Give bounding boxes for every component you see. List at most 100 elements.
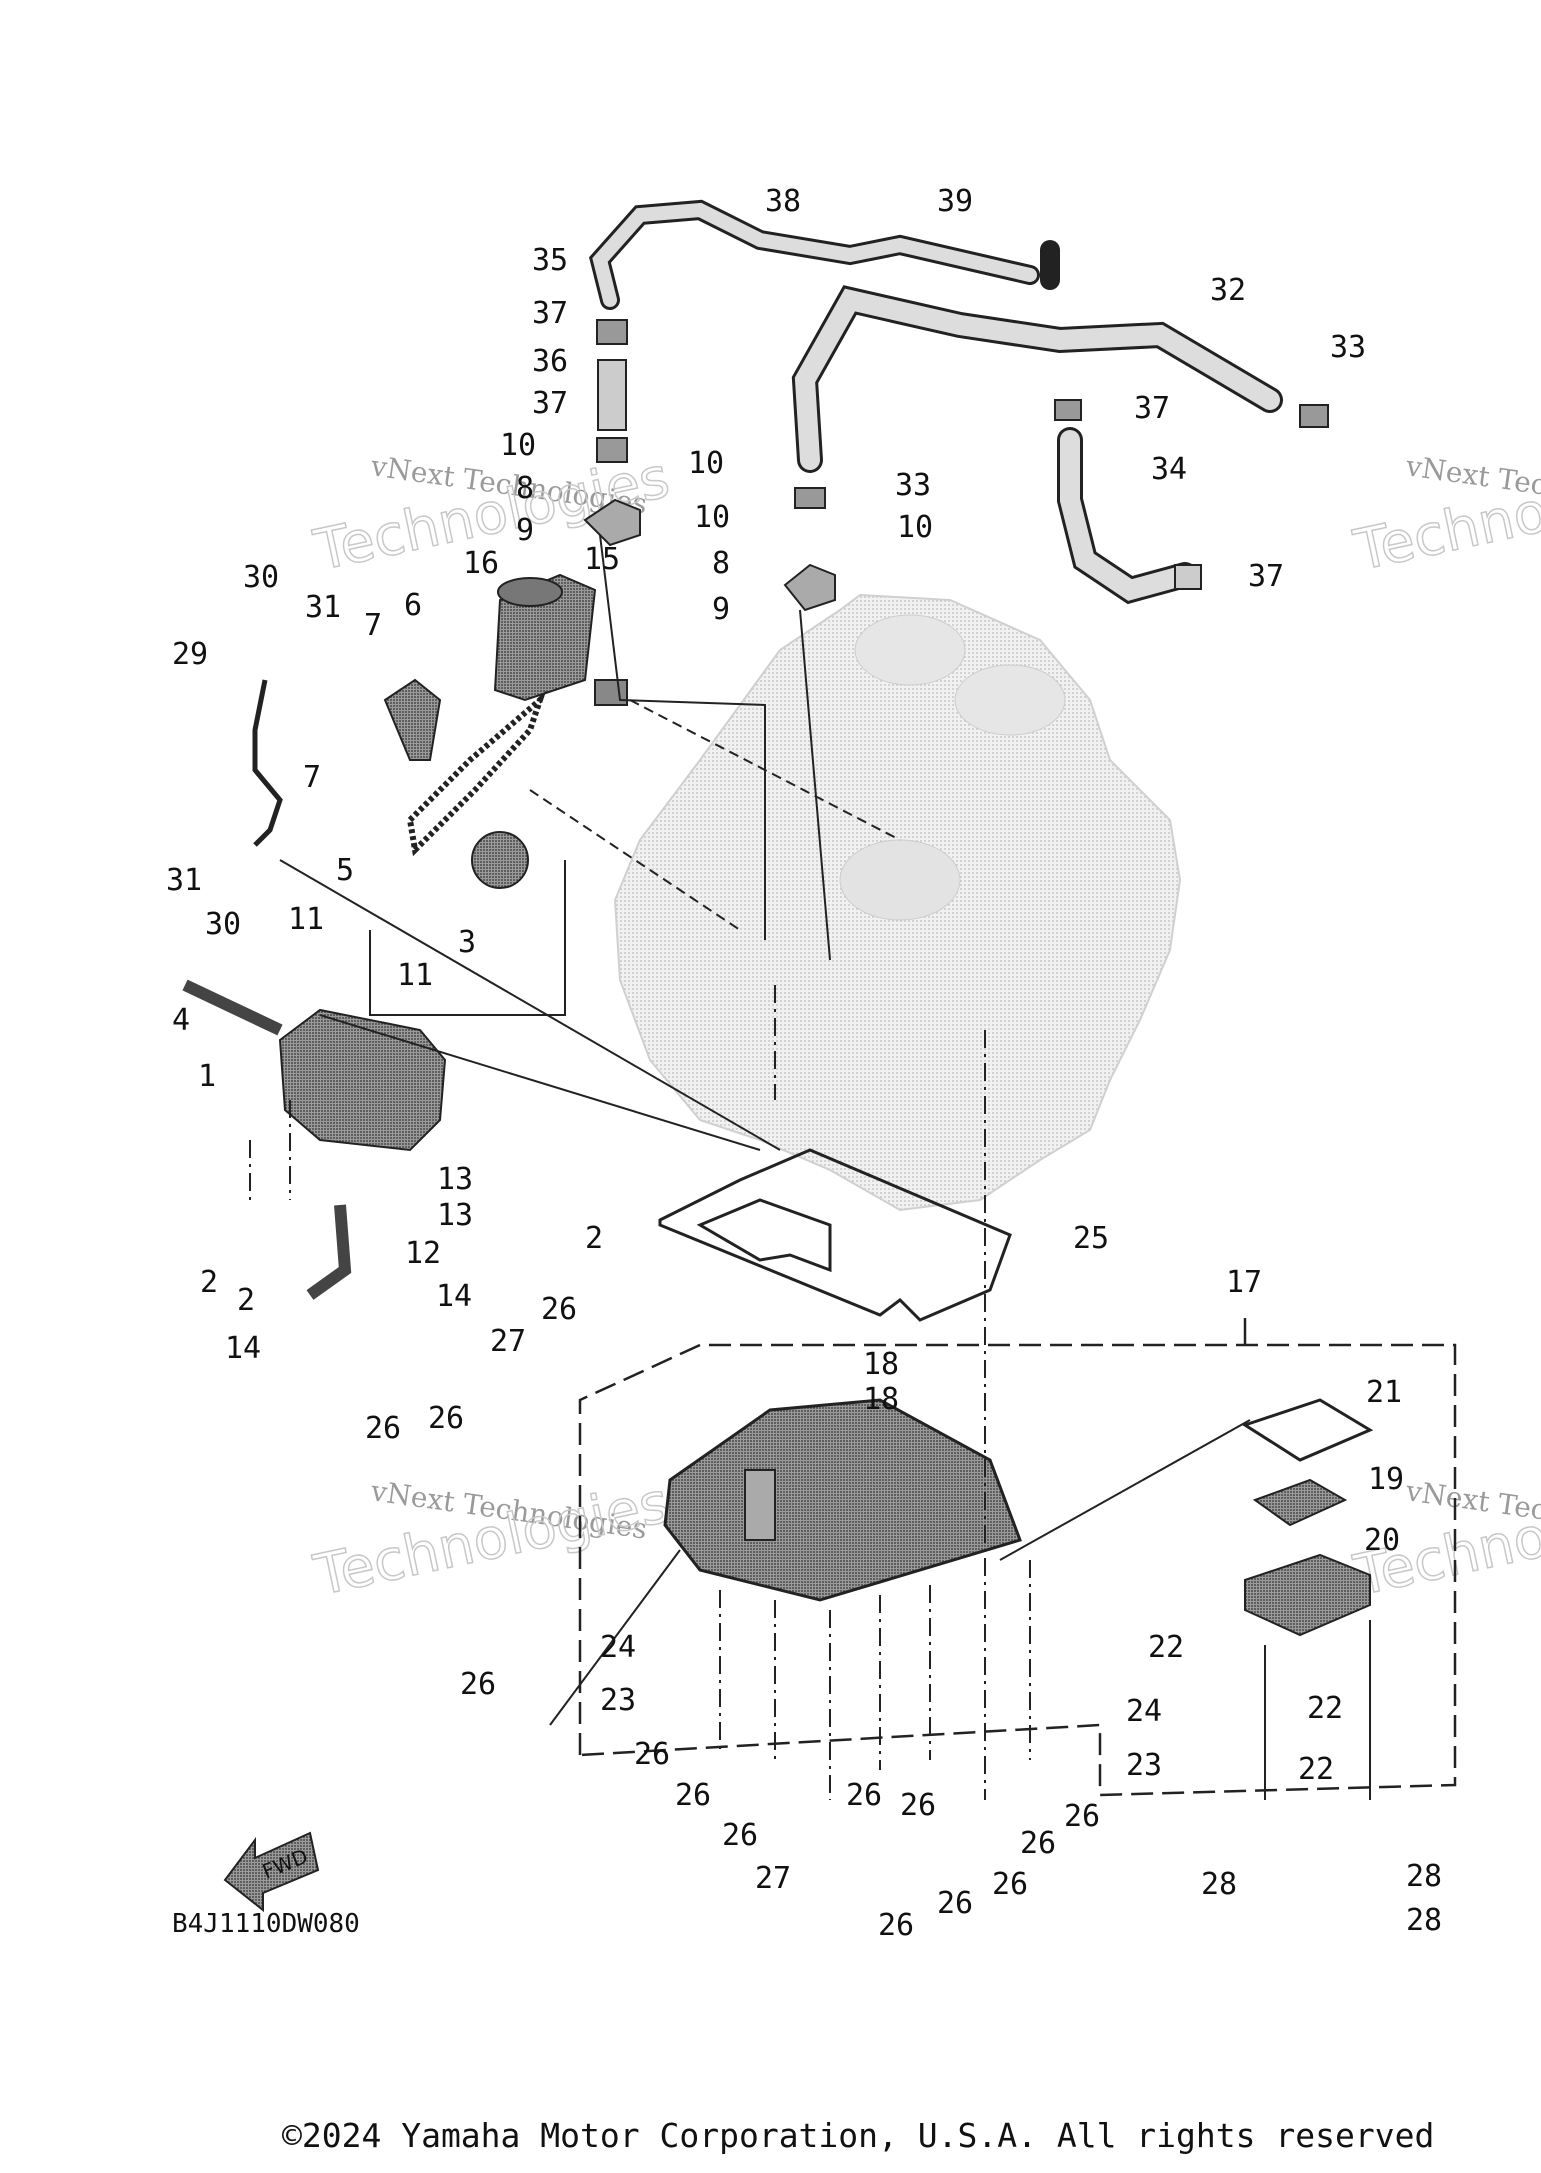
callout-2: 2 — [237, 1283, 255, 1318]
callout-3: 3 — [458, 925, 476, 960]
filter-fitting — [594, 679, 628, 706]
callout-7: 7 — [303, 760, 321, 795]
copyright-notice: ©2024 Yamaha Motor Corporation, U.S.A. A… — [282, 2116, 1435, 2155]
watermark: vNext Technologies Technologies vNext Te… — [308, 445, 1541, 1610]
callout-37: 37 — [532, 386, 568, 421]
callout-37: 37 — [532, 296, 568, 331]
callout-26: 26 — [992, 1867, 1028, 1902]
callout-26: 26 — [937, 1886, 973, 1921]
callout-24: 24 — [600, 1630, 636, 1665]
fwd-arrow: FWD — [223, 1831, 320, 1913]
oil-pump — [182, 979, 447, 1152]
callout-26: 26 — [541, 1292, 577, 1327]
callout-26: 26 — [846, 1778, 882, 1813]
crankcase — [613, 593, 1182, 1212]
callout-10: 10 — [688, 446, 724, 481]
callout-28: 28 — [1406, 1903, 1442, 1938]
callout-38: 38 — [765, 184, 801, 219]
callout-19: 19 — [1368, 1462, 1404, 1497]
callout-26: 26 — [878, 1908, 914, 1943]
callout-26: 26 — [1064, 1799, 1100, 1834]
callout-21: 21 — [1366, 1375, 1402, 1410]
callout-26: 26 — [460, 1667, 496, 1702]
callout-14: 14 — [225, 1331, 261, 1366]
callout-5: 5 — [336, 853, 354, 888]
callout-22: 22 — [1148, 1630, 1184, 1665]
callouts: 1 2 2 2 3 4 5 6 7 7 8 8 9 9 10 10 10 10 … — [166, 184, 1442, 1943]
callout-20: 20 — [1364, 1523, 1400, 1558]
callout-36: 36 — [532, 344, 568, 379]
oil-filter — [493, 573, 597, 702]
callout-35: 35 — [532, 243, 568, 278]
callout-12: 12 — [405, 1236, 441, 1271]
sensor-lead — [252, 679, 283, 847]
callout-8: 8 — [712, 546, 730, 581]
callout-8: 8 — [516, 471, 534, 506]
callout-18: 18 — [863, 1347, 899, 1382]
callout-30: 30 — [243, 560, 279, 595]
flange-left — [583, 498, 641, 547]
callout-4: 4 — [172, 1003, 190, 1038]
callout-17: 17 — [1226, 1265, 1262, 1300]
strainer-cover — [1244, 1553, 1371, 1637]
callout-18: 18 — [863, 1382, 899, 1417]
callout-37: 37 — [1248, 559, 1284, 594]
oil-pump-sprocket — [471, 831, 529, 889]
callout-26: 26 — [722, 1818, 758, 1853]
strainer — [1252, 1478, 1348, 1527]
callout-27: 27 — [755, 1861, 791, 1896]
cover-gasket — [1241, 1398, 1374, 1462]
breather-hoses — [589, 199, 1329, 605]
callout-7: 7 — [364, 608, 382, 643]
callout-9: 9 — [712, 592, 730, 627]
callout-2: 2 — [200, 1265, 218, 1300]
leader-lines — [249, 534, 1371, 1800]
drive-chain — [406, 690, 547, 857]
callout-13: 13 — [437, 1162, 473, 1197]
callout-30: 30 — [205, 907, 241, 942]
callout-10: 10 — [694, 500, 730, 535]
callout-11: 11 — [288, 902, 324, 937]
callout-22: 22 — [1307, 1691, 1343, 1726]
callout-26: 26 — [365, 1411, 401, 1446]
callout-28: 28 — [1201, 1867, 1237, 1902]
callout-15: 15 — [584, 542, 620, 577]
callout-13: 13 — [437, 1198, 473, 1233]
callout-39: 39 — [937, 184, 973, 219]
callout-27: 27 — [490, 1324, 526, 1359]
callout-26: 26 — [900, 1788, 936, 1823]
oil-pan — [663, 1398, 1022, 1602]
chain-guide — [383, 678, 442, 761]
flange-right — [783, 563, 836, 612]
callout-32: 32 — [1210, 273, 1246, 308]
callout-26: 26 — [634, 1737, 670, 1772]
callout-1: 1 — [198, 1059, 216, 1094]
callout-11: 11 — [397, 958, 433, 993]
callout-34: 34 — [1151, 452, 1187, 487]
callout-16: 16 — [463, 546, 499, 581]
callout-22: 22 — [1298, 1752, 1334, 1787]
callout-28: 28 — [1406, 1859, 1442, 1894]
callout-14: 14 — [436, 1279, 472, 1314]
assembly-17-box — [578, 1343, 1457, 1797]
callout-25: 25 — [1073, 1221, 1109, 1256]
callout-10: 10 — [500, 428, 536, 463]
callout-24: 24 — [1126, 1694, 1162, 1729]
callout-33: 33 — [1330, 330, 1366, 365]
callout-31: 31 — [166, 863, 202, 898]
callout-37: 37 — [1134, 391, 1170, 426]
callout-26: 26 — [428, 1401, 464, 1436]
callout-10: 10 — [897, 510, 933, 545]
callout-6: 6 — [404, 588, 422, 623]
callout-26: 26 — [1020, 1826, 1056, 1861]
callout-23: 23 — [600, 1683, 636, 1718]
oil-pipe — [306, 1204, 352, 1300]
callout-9: 9 — [516, 513, 534, 548]
crankcase-gasket — [658, 1148, 1012, 1322]
callout-2: 2 — [585, 1221, 603, 1256]
diagram-code: B4J1110DW080 — [172, 1909, 360, 1939]
callout-31: 31 — [305, 590, 341, 625]
callout-23: 23 — [1126, 1748, 1162, 1783]
callout-26: 26 — [675, 1778, 711, 1813]
